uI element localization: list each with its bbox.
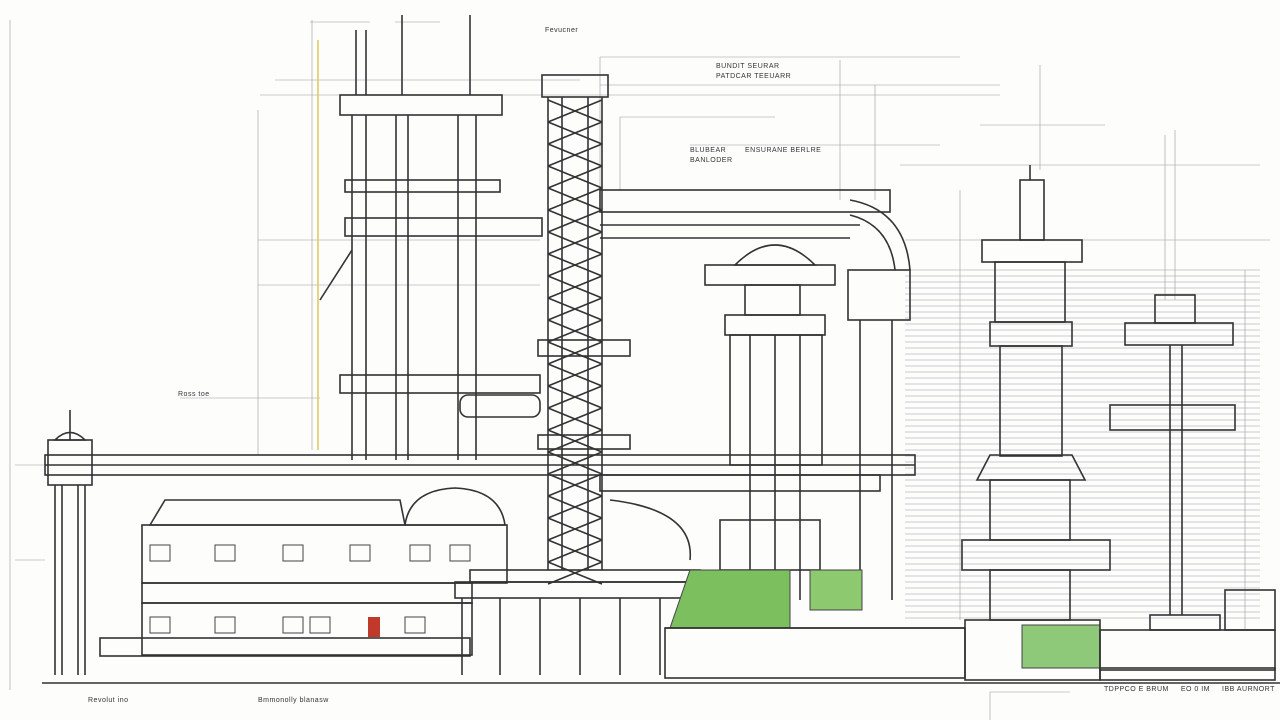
tall-frame-structure	[319, 15, 543, 460]
process-vessel	[704, 244, 836, 600]
main-building	[99, 487, 508, 657]
green-panel	[669, 569, 791, 629]
label-header-2: PATDCAR TEEUARR	[716, 73, 792, 80]
label-bottom-left-2: Bmmonolly blanasw	[258, 697, 329, 704]
dimension-lines	[9, 20, 1270, 720]
drawing-stroke	[547, 539, 603, 563]
drawing-stroke	[547, 363, 603, 387]
green-panel	[809, 569, 863, 611]
drawing-stroke	[547, 319, 603, 343]
drawing-stroke	[547, 341, 603, 365]
drawing-stroke	[547, 187, 603, 211]
ground-line	[42, 627, 1280, 684]
window	[449, 544, 471, 562]
window	[214, 616, 236, 634]
window	[214, 544, 236, 562]
label-note-2: BANLODER	[690, 157, 733, 164]
background-hatching	[905, 269, 1260, 619]
right-tower	[961, 165, 1111, 681]
window	[282, 616, 304, 634]
green-panel	[1021, 624, 1101, 669]
window	[349, 544, 371, 562]
label-left-note: Ross toe	[178, 391, 210, 398]
window	[149, 616, 171, 634]
drawing-stroke	[547, 561, 603, 585]
label-bottom-left-1: Revolut ino	[88, 697, 129, 704]
bottom-right-labels: TDPPCO E BRUM EO 0 IM IBB AURNORT	[1104, 686, 1275, 694]
red-door	[368, 617, 380, 637]
drawing-stroke	[547, 297, 603, 321]
label-bottom-right-2: EO 0 IM	[1180, 686, 1211, 693]
label-note-1: BLUBEAR	[690, 147, 727, 154]
main-platform	[44, 454, 916, 492]
drawing-stroke	[547, 253, 603, 277]
drawing-stroke	[547, 99, 603, 123]
drawing-stroke	[547, 385, 603, 409]
drawing-stroke	[547, 495, 603, 519]
drawing-stroke	[547, 517, 603, 541]
label-header-1: BUNDIT SEURAR	[716, 63, 780, 70]
label-bottom-right-1: TDPPCO E BRUM	[1104, 686, 1169, 693]
pipe-rack	[599, 189, 911, 600]
building-windows	[149, 544, 471, 634]
far-right-tower	[1099, 294, 1276, 671]
drawing-stroke	[547, 275, 603, 299]
window	[404, 616, 426, 634]
label-note-3: ENSURANE BERLRE	[745, 147, 822, 154]
drawing-stroke	[547, 429, 603, 453]
window	[409, 544, 431, 562]
drawing-stroke	[547, 165, 603, 189]
lower-frame	[454, 499, 701, 675]
left-tower	[47, 410, 93, 675]
window	[309, 616, 331, 634]
window	[282, 544, 304, 562]
drawing-stroke	[547, 473, 603, 497]
lattice-tower	[537, 74, 631, 585]
drawing-stroke	[547, 407, 603, 431]
label-tower-top: Fevucner	[545, 27, 579, 34]
drawing-stroke	[547, 231, 603, 255]
label-bottom-right-3: IBB AURNORT	[1222, 686, 1275, 693]
drawing-stroke	[547, 143, 603, 167]
window	[149, 544, 171, 562]
drawing-stroke	[547, 121, 603, 145]
drawing-stroke	[547, 209, 603, 233]
